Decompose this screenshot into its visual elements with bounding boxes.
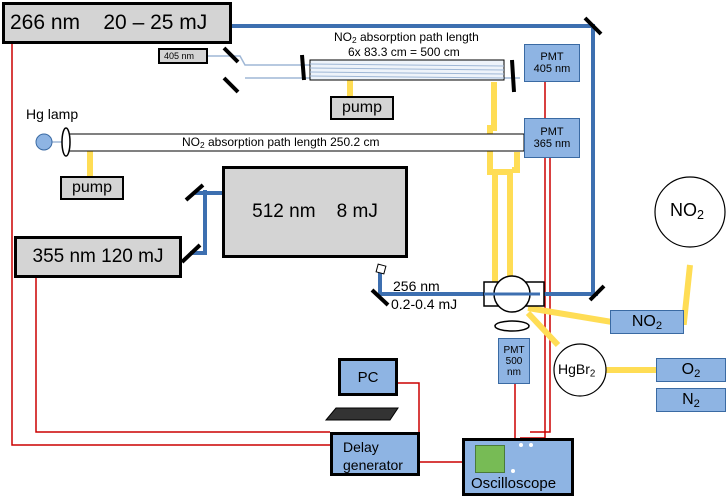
laser-355-box: 355 nm 120 mJ bbox=[14, 236, 182, 278]
mirror-3 bbox=[222, 76, 240, 94]
pump-box-2: pump bbox=[60, 176, 124, 200]
cell-365-prefix: NO bbox=[182, 135, 200, 149]
wire-266-to-delay bbox=[11, 44, 330, 446]
pmt-500-box: PMT 500 nm bbox=[498, 338, 530, 384]
pump-label-2: pump bbox=[71, 179, 113, 196]
cell-405-title-prefix: NO bbox=[334, 30, 352, 44]
lens bbox=[61, 127, 71, 157]
o2-label: O2 bbox=[682, 361, 701, 379]
laser-512-label: 512 nm 8 mJ bbox=[252, 201, 378, 222]
delay-generator-box: Delay generator bbox=[330, 432, 420, 476]
mirror-1 bbox=[583, 16, 603, 36]
mirror-8 bbox=[300, 54, 306, 81]
delay-line2: generator bbox=[343, 457, 403, 473]
wire-pmt365-to-scope bbox=[530, 155, 551, 433]
oscilloscope-input-2 bbox=[529, 443, 533, 447]
o2-sub: 2 bbox=[694, 367, 701, 380]
wire-355-to-delay bbox=[35, 278, 330, 433]
laser-405-box: 405 nm bbox=[158, 48, 208, 64]
multipass-beams bbox=[309, 63, 505, 79]
cell-365-title: NO2 absorption path length 250.2 cm bbox=[182, 135, 379, 149]
pmt-365-box: PMT 365 nm bbox=[524, 118, 580, 158]
n2-sub: 2 bbox=[693, 397, 700, 410]
pmt-405-box: PMT 405 nm bbox=[524, 44, 580, 82]
pc-label: PC bbox=[357, 368, 379, 386]
no2-box-sub: 2 bbox=[655, 319, 663, 332]
gas-line-hgbr2 bbox=[525, 310, 561, 348]
no2-circle-sub: 2 bbox=[697, 208, 705, 223]
oscilloscope-label: Oscilloscope bbox=[471, 475, 557, 492]
mirror-7 bbox=[588, 284, 606, 302]
wire-pc-to-delay bbox=[398, 382, 420, 432]
oscilloscope-input-3 bbox=[511, 469, 515, 473]
beam-256-wavelength: 256 nm bbox=[393, 278, 440, 294]
hgbr2-circle bbox=[553, 343, 607, 397]
no2-box: NO2 bbox=[610, 310, 684, 334]
pmt-405-line2: 405 nm bbox=[533, 63, 571, 75]
delay-line1: Delay bbox=[343, 439, 379, 455]
no2-box-label: NO2 bbox=[632, 313, 662, 331]
pump-label-1: pump bbox=[341, 99, 383, 116]
cell-405-title: NO2 absorption path length bbox=[334, 30, 479, 44]
mirrors bbox=[180, 16, 606, 307]
pmt-365-line1: PMT bbox=[540, 126, 564, 138]
cell-365-sub: 2 bbox=[200, 140, 205, 151]
laser-266-box: 266 nm 20 – 25 mJ bbox=[2, 2, 232, 44]
pmt-500-line1: PMT bbox=[503, 344, 525, 356]
pmt-405-line1: PMT bbox=[540, 51, 564, 63]
o2-main: O bbox=[681, 361, 695, 378]
hgbr2-label: HgBr2 bbox=[558, 361, 596, 380]
no2-circle-main: NO bbox=[670, 200, 697, 220]
pump-box-1: pump bbox=[330, 96, 394, 120]
mirror-4 bbox=[184, 183, 205, 202]
aperture bbox=[375, 263, 387, 275]
oscilloscope-box: Oscilloscope bbox=[462, 438, 574, 496]
beam-405 bbox=[208, 55, 310, 66]
hgbr2-main: HgBr bbox=[558, 361, 590, 377]
laser-512-box: 512 nm 8 mJ bbox=[222, 166, 408, 258]
laser-405-label: 405 nm bbox=[164, 51, 195, 61]
mirror-6 bbox=[370, 288, 390, 307]
n2-label: N2 bbox=[682, 391, 700, 409]
oscilloscope-input-1 bbox=[519, 443, 523, 447]
mirror-9 bbox=[510, 59, 516, 93]
beam-512-vert bbox=[190, 190, 207, 255]
o2-box: O2 bbox=[656, 358, 726, 382]
hg-lamp-label: Hg lamp bbox=[26, 106, 79, 122]
gas-line-cell365 bbox=[512, 152, 520, 173]
cell-405-detail: 6x 83.3 cm = 500 cm bbox=[348, 45, 460, 59]
no2-circle-label: NO2 bbox=[670, 200, 704, 221]
beam-256-energy: 0.2-0.4 mJ bbox=[391, 296, 458, 312]
cell-405-title-suffix: absorption path length bbox=[356, 30, 479, 44]
no2-box-main: NO bbox=[631, 313, 656, 330]
reaction-cell bbox=[483, 275, 545, 332]
laser-355-label: 355 nm 120 mJ bbox=[32, 246, 164, 267]
n2-box: N2 bbox=[656, 388, 726, 412]
oscilloscope-screen bbox=[475, 445, 505, 473]
mirror-2 bbox=[222, 46, 240, 64]
no2-circle bbox=[654, 176, 726, 248]
hg-lamp-bulb bbox=[35, 133, 53, 151]
n2-main: N bbox=[682, 391, 694, 408]
cell-405-title-sub: 2 bbox=[352, 35, 357, 46]
cell-365-suffix: absorption path length 250.2 cm bbox=[204, 135, 380, 149]
laser-266-label: 266 nm 20 – 25 mJ bbox=[10, 11, 208, 34]
hgbr2-sub: 2 bbox=[589, 368, 596, 380]
pmt-365-line2: 365 nm bbox=[533, 138, 571, 150]
pmt-500-line2: 500 bbox=[505, 355, 523, 367]
pc-monitor: PC bbox=[338, 358, 398, 396]
mirror-5 bbox=[180, 243, 202, 264]
pmt-500-line3: nm bbox=[507, 366, 521, 378]
